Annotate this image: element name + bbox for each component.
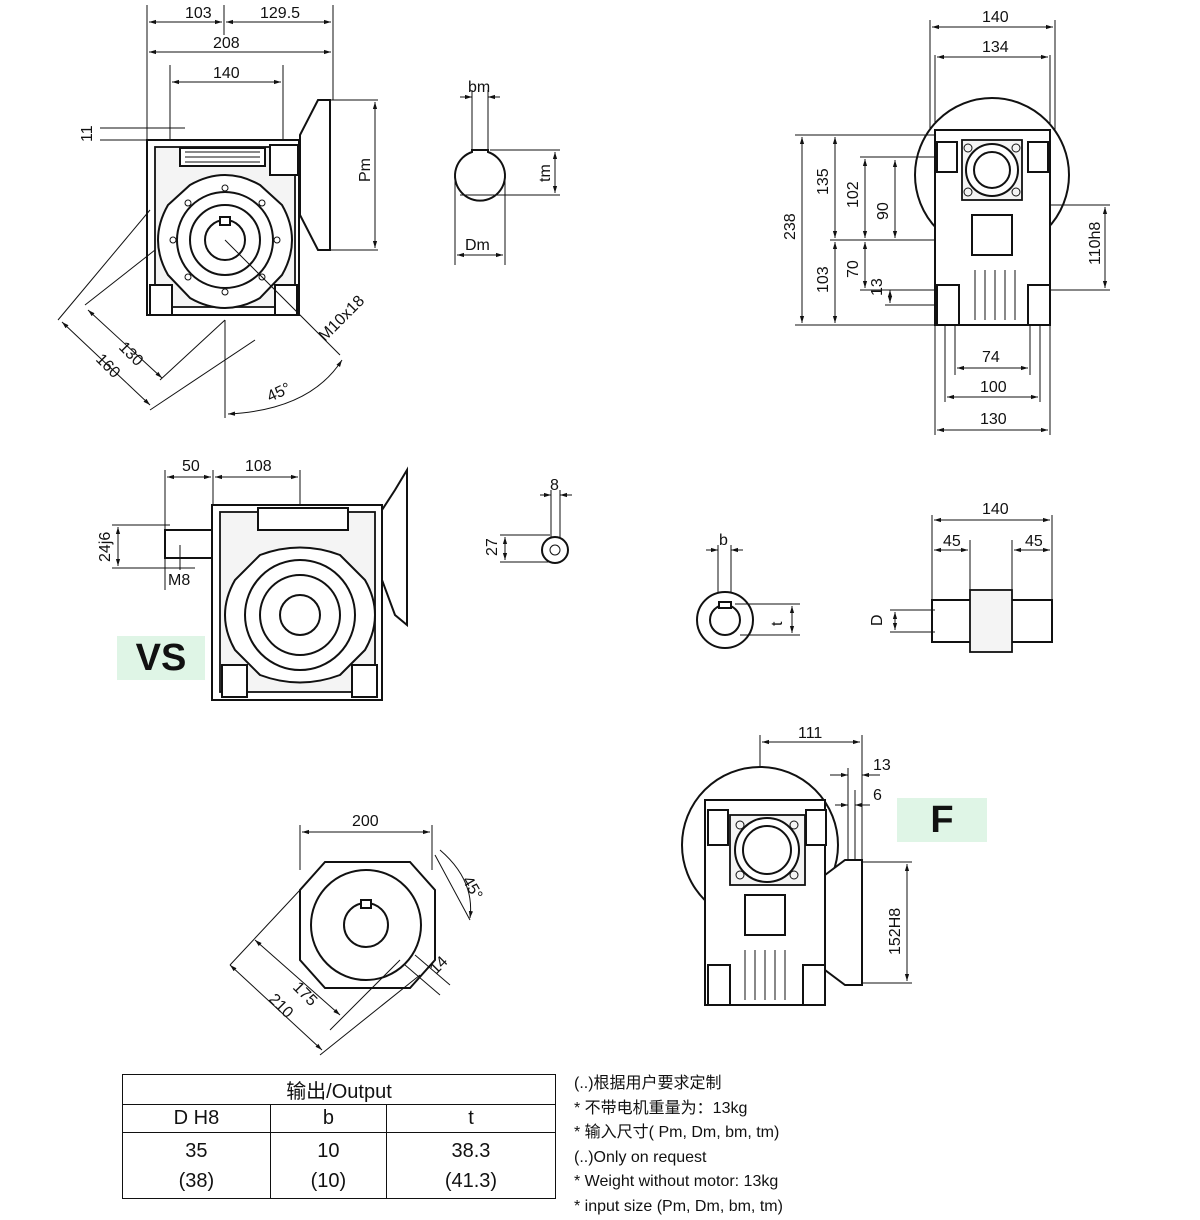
note-line: (..)Only on request [574, 1148, 707, 1166]
vs-dim-108: 108 [245, 458, 272, 475]
shaft-dim-45-left: 45 [943, 533, 961, 550]
badge-vs: VS [117, 636, 205, 680]
side-dim-74: 74 [982, 349, 1000, 366]
note-line: (..)根据用户要求定制 [574, 1075, 722, 1092]
output-flange-view: 200 45° 175 210 14 [229, 813, 485, 1056]
side-dim-135: 135 [815, 168, 832, 195]
flange-dim-175: 175 [289, 979, 320, 1010]
dim-m10x18: M10x18 [316, 292, 368, 344]
note-line: * Weight without motor: 13kg [574, 1173, 779, 1191]
vs-view: 50 108 24j6 M8 8 27 [97, 458, 572, 701]
note-line: * 不带电机重量为：13kg [574, 1099, 748, 1117]
f-dim-111: 111 [798, 725, 822, 742]
table-title: 输出/Output [122, 1074, 556, 1105]
side-dim-102: 102 [845, 181, 862, 208]
bore-b: b [719, 532, 728, 549]
note-line: * 输入尺寸( Pm, Dm, bm, tm) [574, 1124, 780, 1142]
front-view: 103 129.5 208 140 11 Pm [57, 5, 378, 418]
shaft-dim-45-right: 45 [1025, 533, 1043, 550]
f-dim-13: 13 [873, 757, 891, 774]
vs-dim-24j6: 24j6 [97, 532, 114, 562]
cell-b: 10(10) [269, 1132, 387, 1199]
dim-140: 140 [213, 65, 240, 82]
side-dim-134: 134 [982, 39, 1009, 56]
f-dim-152h8: 152H8 [887, 908, 904, 955]
dim-dm: Dm [465, 237, 490, 254]
bore-t: t [769, 621, 786, 626]
side-dim-13: 13 [869, 278, 886, 296]
col-header-b: b [269, 1104, 387, 1133]
dim-pm: Pm [357, 158, 374, 182]
col-header-t: t [385, 1104, 557, 1133]
side-dim-70: 70 [845, 260, 862, 278]
vs-dim-m8: M8 [168, 572, 190, 589]
input-shaft-section: bm tm Dm [454, 79, 560, 265]
flange-dim-200: 200 [352, 813, 379, 830]
dim-103: 103 [185, 5, 212, 22]
vs-dim-50: 50 [182, 458, 200, 475]
side-view: 140 134 238 [782, 9, 1110, 435]
col-header-d: D H8 [122, 1104, 271, 1133]
dim-129-5: 129.5 [260, 5, 300, 22]
shaft-dim-140: 140 [982, 501, 1009, 518]
side-dim-103: 103 [815, 266, 832, 293]
flange-dim-210: 210 [265, 991, 296, 1022]
side-dim-110h8: 110h8 [1087, 222, 1104, 265]
vs-dim-8: 8 [550, 477, 559, 494]
output-table: 输出/Output D H8 b t 35(38) 10(10) 38.3(41… [122, 1074, 557, 1199]
side-dim-130: 130 [980, 411, 1007, 428]
shaft-dim-d: D [869, 614, 886, 626]
note-line: * input size (Pm, Dm, bm, tm) [574, 1197, 783, 1215]
side-dim-100: 100 [980, 379, 1007, 396]
side-dim-90: 90 [875, 202, 892, 220]
dim-208: 208 [213, 35, 240, 52]
badge-f: F [897, 798, 987, 842]
output-shaft-view: 140 45 45 D [869, 501, 1053, 653]
f-view: 111 13 6 152H8 [681, 725, 912, 1006]
output-bore-section: b t [696, 532, 800, 649]
cell-d: 35(38) [122, 1132, 271, 1199]
side-dim-238: 238 [782, 213, 799, 240]
side-dim-140: 140 [982, 9, 1009, 26]
cell-t: 38.3(41.3) [385, 1132, 557, 1199]
vs-dim-27: 27 [484, 538, 501, 556]
notes: (..)根据用户要求定制 * 不带电机重量为：13kg * 输入尺寸( Pm, … [574, 1072, 783, 1220]
f-dim-6: 6 [873, 787, 882, 804]
dim-11: 11 [79, 125, 96, 142]
dim-tm: tm [537, 164, 554, 182]
dim-bm: bm [468, 79, 490, 96]
